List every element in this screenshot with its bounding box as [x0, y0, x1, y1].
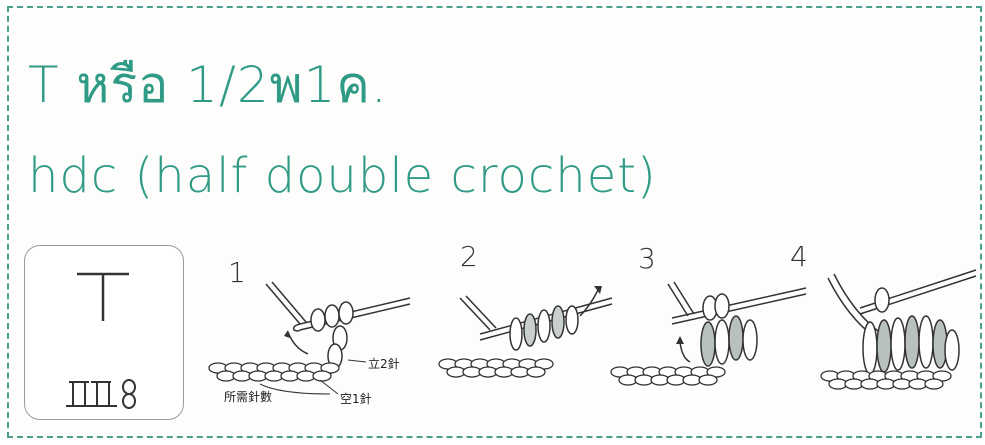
step-3-illustration: 3 — [610, 238, 810, 413]
label-skip-1: 空1針 — [340, 390, 372, 407]
step-2-illustration: 2 — [430, 238, 615, 413]
step-1-illustration: 1 — [200, 238, 415, 413]
step-4-illustration: 4 — [800, 238, 980, 413]
label-base-count: 所需針數 — [224, 388, 272, 405]
hdc-symbol-icon — [25, 246, 185, 421]
title-english: hdc (half double crochet) — [28, 148, 657, 204]
symbol-box — [24, 245, 184, 420]
label-stand-2: 立2針 — [368, 355, 400, 372]
title-thai: T หรือ 1/2พ1ค. — [28, 46, 388, 125]
